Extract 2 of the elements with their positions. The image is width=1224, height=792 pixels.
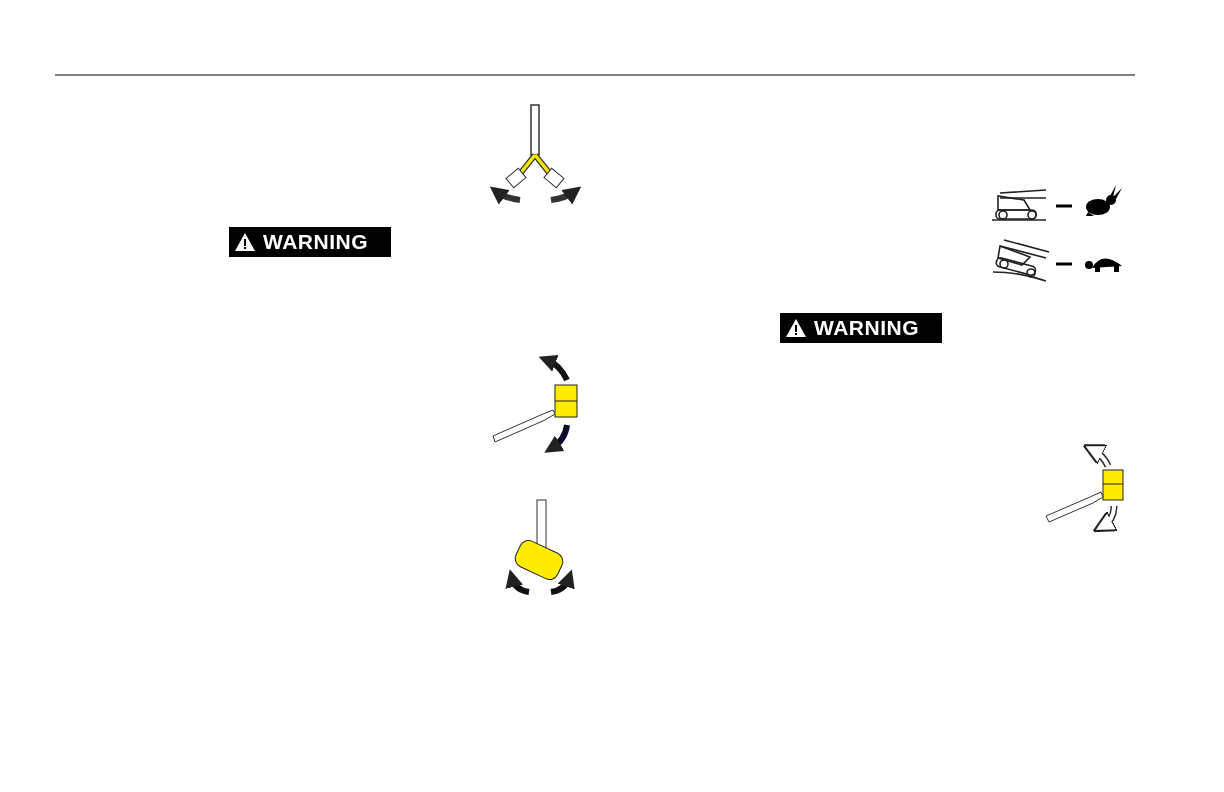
warning-label: WARNING (229, 227, 391, 257)
warning-label: WARNING (780, 313, 942, 343)
